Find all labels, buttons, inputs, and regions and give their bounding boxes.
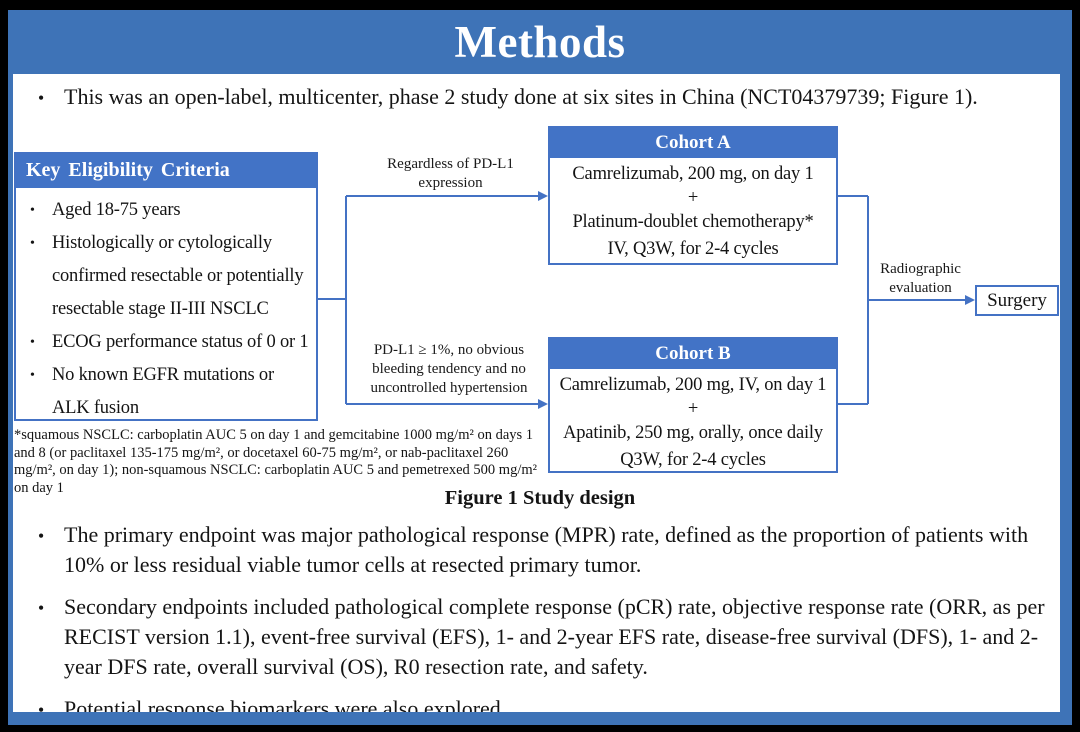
eligibility-item: ECOG performance status of 0 or 1 xyxy=(26,326,312,359)
bullet-marker xyxy=(38,592,64,682)
cohort-a-line: Platinum-doublet chemotherapy* xyxy=(572,212,814,232)
slide-frame-right xyxy=(1060,74,1072,725)
eligibility-list: Aged 18-75 years Histologically or cytol… xyxy=(16,188,316,425)
cohort-b-header: Cohort B xyxy=(550,339,836,369)
slide: Methods This was an open-label, multicen… xyxy=(8,10,1072,725)
cohort-a-box: Cohort A Camrelizumab, 200 mg, on day 1 … xyxy=(548,126,838,265)
eligibility-box: Key Eligibility Criteria Aged 18-75 year… xyxy=(14,152,318,421)
eligibility-item: Aged 18-75 years xyxy=(26,194,312,227)
page-title: Methods xyxy=(454,17,626,67)
branch-label-bottom: PD-L1 ≥ 1%, no obvious bleeding tendency… xyxy=(370,342,528,396)
cohort-b-line: Apatinib, 250 mg, orally, once daily xyxy=(563,423,823,443)
cohort-a-header: Cohort A xyxy=(550,128,836,158)
endpoint-bullet-text: The primary endpoint was major pathologi… xyxy=(64,522,1029,577)
bullet-marker xyxy=(38,520,64,580)
cohort-b-line: Q3W, for 2-4 cycles xyxy=(620,450,766,470)
endpoint-bullet: The primary endpoint was major pathologi… xyxy=(38,520,1052,580)
cohort-a-line: IV, Q3W, for 2-4 cycles xyxy=(607,239,779,259)
endpoint-bullet: Secondary endpoints included pathologica… xyxy=(38,592,1052,682)
cohort-a-body: Camrelizumab, 200 mg, on day 1 + Platinu… xyxy=(550,158,836,263)
intro-bullet: This was an open-label, multicenter, pha… xyxy=(38,82,1050,113)
cohort-b-line: Camrelizumab, 200 mg, IV, on day 1 xyxy=(559,375,827,395)
radiographic-evaluation-label: Radiographic evaluation xyxy=(880,261,961,296)
slide-title-bar: Methods xyxy=(8,10,1072,74)
eligibility-item: Histologically or cytologically confirme… xyxy=(26,227,312,326)
chemotherapy-footnote: *squamous NSCLC: carboplatin AUC 5 on da… xyxy=(14,427,537,496)
slide-frame-left xyxy=(8,74,13,725)
eligibility-header: Key Eligibility Criteria xyxy=(16,154,316,188)
branch-label-top: Regardless of PD-L1 expression xyxy=(387,156,514,191)
surgery-box: Surgery xyxy=(975,285,1059,316)
plus-sign: + xyxy=(687,399,699,419)
cohort-a-line: Camrelizumab, 200 mg, on day 1 xyxy=(572,164,814,184)
bullet-marker xyxy=(38,82,64,113)
eligibility-item: No known EGFR mutations or ALK fusion xyxy=(26,359,312,425)
figure-caption: Figure 1 Study design xyxy=(444,487,636,509)
endpoint-bullet-text: Secondary endpoints included pathologica… xyxy=(64,594,1045,679)
cohort-b-box: Cohort B Camrelizumab, 200 mg, IV, on da… xyxy=(548,337,838,473)
intro-bullet-text: This was an open-label, multicenter, pha… xyxy=(64,84,978,109)
arrow-right-icon xyxy=(538,191,548,201)
slide-frame-bottom xyxy=(8,712,1072,725)
cohort-b-body: Camrelizumab, 200 mg, IV, on day 1 + Apa… xyxy=(550,369,836,474)
plus-sign: + xyxy=(687,188,699,208)
arrow-right-icon xyxy=(538,399,548,409)
